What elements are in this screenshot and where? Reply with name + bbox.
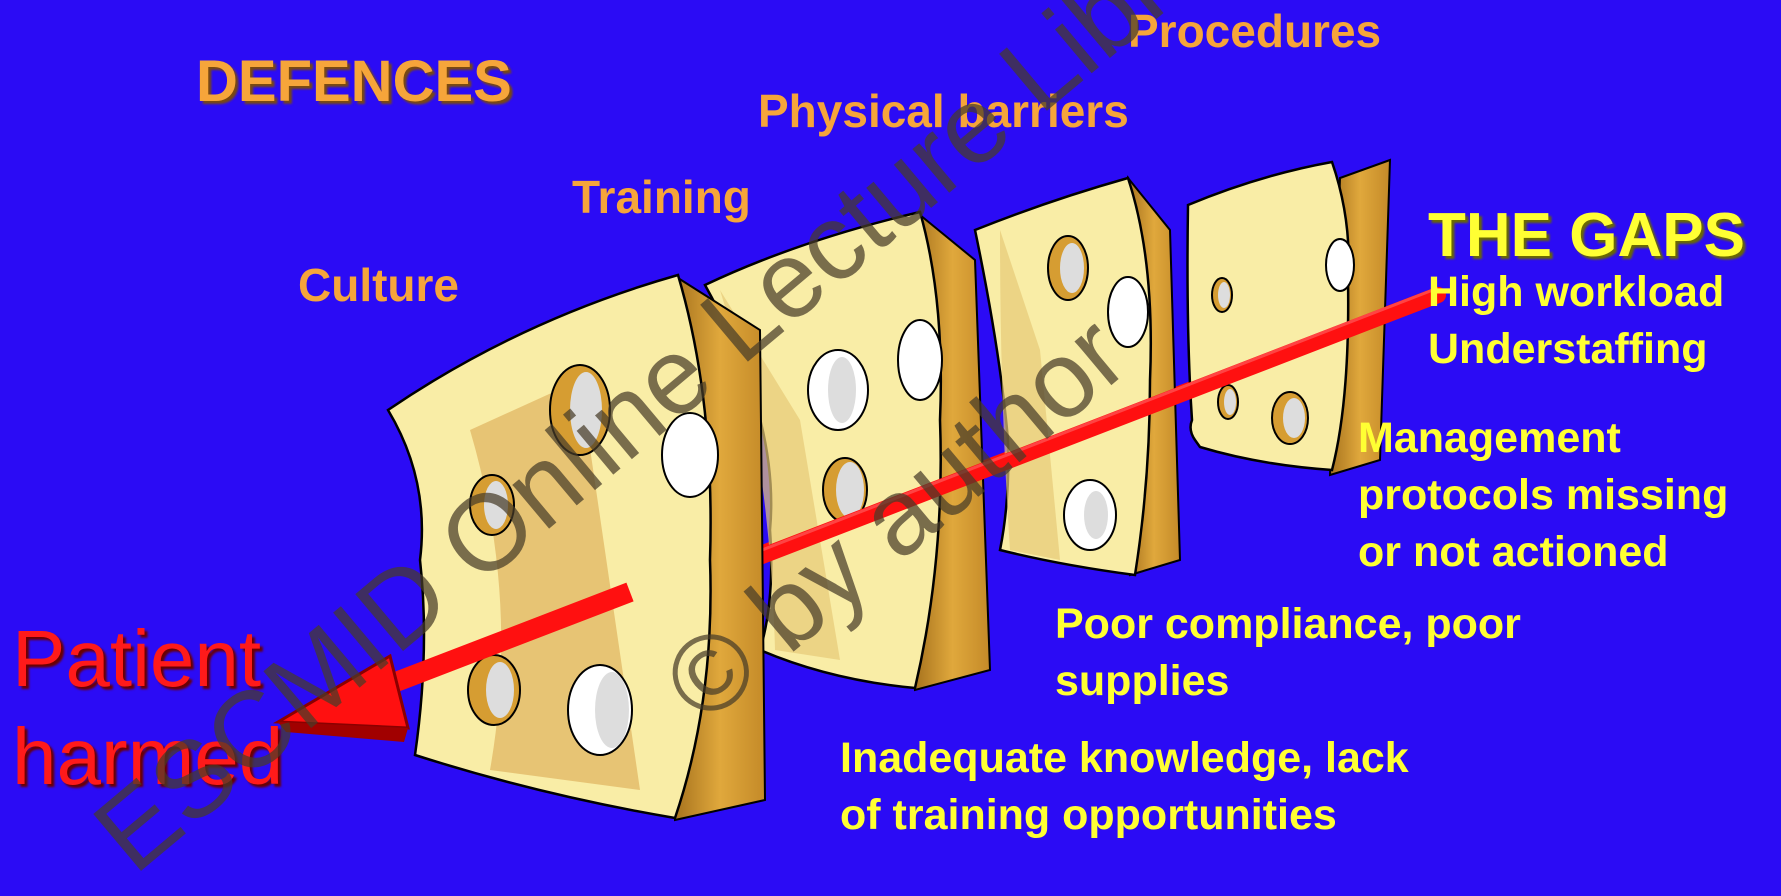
gap-line: or not actioned (1358, 524, 1728, 581)
defence-layer-label: Culture (298, 258, 459, 312)
defence-layer-label: Training (572, 170, 751, 224)
gap-line: Inadequate knowledge, lack (840, 730, 1409, 787)
gap-line: Poor compliance, poor (1055, 596, 1521, 653)
gap-line: Management (1358, 410, 1728, 467)
gap-line: High workload (1428, 264, 1724, 321)
defences-title: DEFENCES (196, 48, 512, 115)
gaps-title: THE GAPS (1428, 200, 1745, 271)
gap-line: supplies (1055, 653, 1521, 710)
gap-item: Inadequate knowledge, lack of training o… (840, 730, 1409, 844)
gap-line: protocols missing (1358, 467, 1728, 524)
gap-item: Poor compliance, poor supplies (1055, 596, 1521, 710)
gap-line: of training opportunities (840, 787, 1409, 844)
gap-item: High workload Understaffing (1428, 264, 1724, 378)
gap-line: Understaffing (1428, 321, 1724, 378)
gap-item: Management protocols missing or not acti… (1358, 410, 1728, 581)
